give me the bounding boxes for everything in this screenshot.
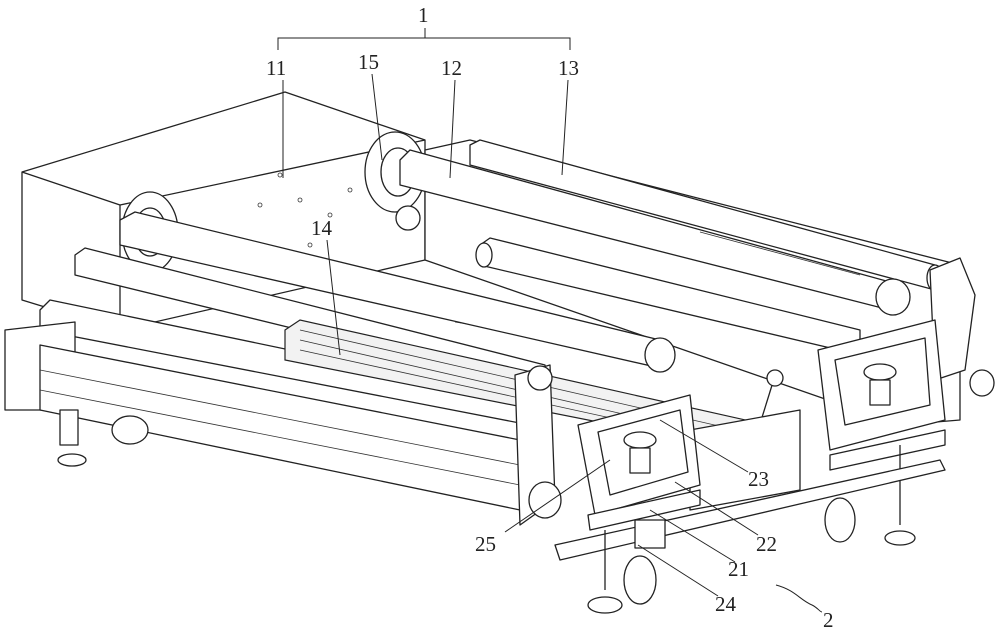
label-2: 2 — [823, 608, 834, 630]
label-13: 13 — [558, 56, 579, 80]
label-11: 11 — [266, 56, 286, 80]
rollers-front — [39, 211, 676, 426]
label-22: 22 — [756, 532, 777, 556]
leader-lines — [282, 73, 823, 613]
label-24: 24 — [715, 592, 737, 616]
label-15: 15 — [358, 50, 379, 74]
front-base — [554, 394, 946, 614]
lever — [754, 369, 784, 441]
rollers-rear — [399, 139, 944, 356]
label-21: 21 — [728, 557, 749, 581]
label-12: 12 — [441, 56, 462, 80]
label-23: 23 — [748, 467, 769, 491]
label-14: 14 — [311, 216, 333, 240]
right-adjust-unit — [817, 319, 946, 546]
left-front-frame — [4, 321, 562, 526]
right-knob — [969, 369, 995, 397]
label-25: 25 — [475, 532, 496, 556]
label-1: 1 — [418, 3, 429, 27]
bracket-1 — [277, 28, 571, 50]
